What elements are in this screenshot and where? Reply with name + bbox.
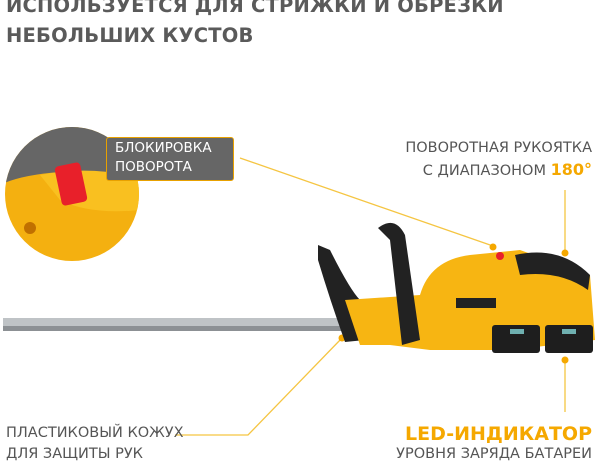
led-indicator-line-2: УРОВНЯ ЗАРЯДА БАТАРЕИ bbox=[396, 446, 592, 462]
callout-dots bbox=[338, 243, 569, 364]
brand-logo bbox=[456, 298, 496, 308]
headline-line-1: ИСПОЛЬЗУЕТСЯ ДЛЯ СТРИЖКИ И ОБРЕЗКИ bbox=[6, 0, 504, 17]
rotating-handle-line-1: ПОВОРОТНАЯ РУКОЯТКА bbox=[405, 140, 592, 156]
rotation-lock-line-2: ПОВОРОТА bbox=[115, 159, 192, 175]
led-indicator-title: LED-ИНДИКАТОР bbox=[405, 423, 592, 445]
headline-line-2: НЕБОЛЬШИХ КУСТОВ bbox=[6, 24, 254, 47]
hand-guard-line-2: ДЛЯ ЗАЩИТЫ РУК bbox=[6, 446, 143, 462]
rotating-handle-line-2: С ДИАПАЗОНОМ 180° bbox=[423, 160, 592, 179]
blade bbox=[3, 318, 343, 331]
rotating-handle-text: С ДИАПАЗОНОМ bbox=[422, 163, 546, 179]
rotation-angle: 180° bbox=[550, 160, 592, 179]
hand-guard-line-1: ПЛАСТИКОВЫЙ КОЖУХ bbox=[6, 425, 184, 441]
callout-lines bbox=[175, 157, 566, 436]
rotation-lock-label: БЛОКИРОВКА ПОВОРОТА bbox=[106, 137, 234, 181]
rotation-lock-line-1: БЛОКИРОВКА bbox=[115, 140, 212, 156]
